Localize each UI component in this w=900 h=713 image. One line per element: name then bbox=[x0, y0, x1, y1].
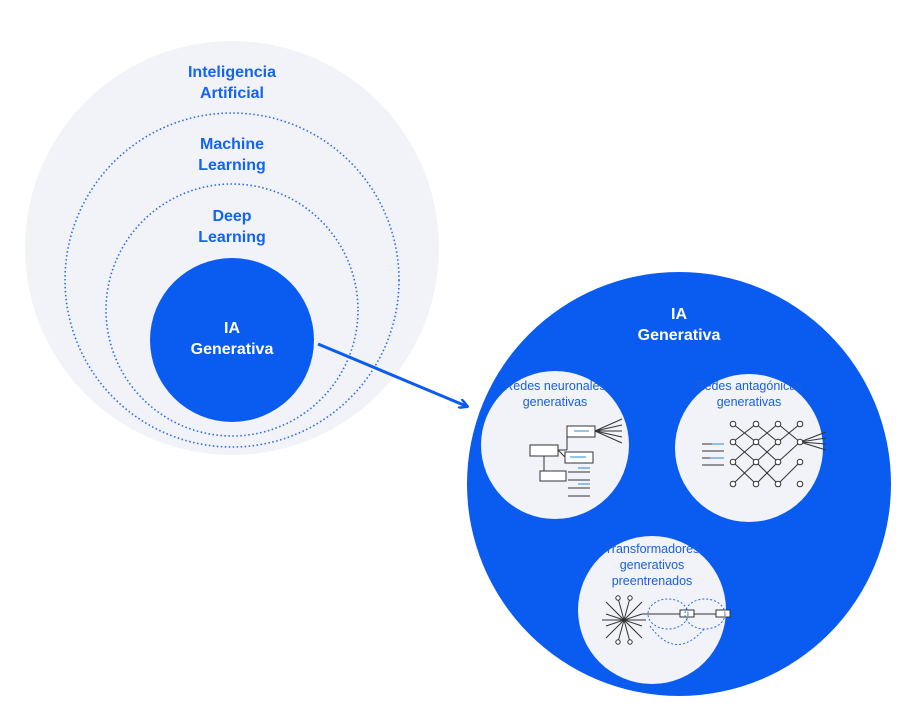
gpt-circle bbox=[578, 536, 726, 684]
ml-dotted-circle bbox=[64, 112, 400, 448]
gan-label: Redes antagónicas generativas bbox=[689, 378, 809, 410]
genai-core-line2: Generativa bbox=[190, 341, 274, 358]
gpt-transformer-illustration bbox=[602, 595, 731, 645]
gnn-label-line1: Redes neuronales bbox=[504, 379, 606, 393]
ai-label-line1: Inteligencia bbox=[187, 64, 277, 81]
dl-label-line2: Learning bbox=[198, 229, 266, 246]
gpt-label-line3: preentrenados bbox=[611, 574, 693, 588]
gpt-label-line2: generativos bbox=[619, 558, 685, 572]
expand-arrow bbox=[317, 342, 466, 406]
ai-label-line2: Artificial bbox=[199, 85, 264, 102]
gpt-label: Transformadores generativos preentrenado… bbox=[592, 541, 712, 589]
genai-expanded-line1: IA bbox=[671, 306, 687, 323]
genai-expanded-label: IA Generativa bbox=[589, 304, 769, 346]
genai-core-line1: IA bbox=[224, 320, 240, 337]
dl-label-line1: Deep bbox=[212, 208, 252, 225]
dl-dotted-circle bbox=[105, 183, 359, 437]
dl-label: Deep Learning bbox=[132, 206, 332, 248]
gpt-label-line1: Transformadores bbox=[604, 542, 700, 556]
gan-illustration-accents bbox=[710, 443, 724, 459]
ml-label-line1: Machine bbox=[199, 136, 264, 153]
gnn-illustration-accents bbox=[570, 430, 590, 485]
genai-expanded-line2: Generativa bbox=[637, 327, 721, 344]
gan-network-illustration bbox=[702, 420, 827, 488]
ai-outer-label: Inteligencia Artificial bbox=[132, 62, 332, 104]
gan-label-line1: Redes antagónicas bbox=[695, 379, 803, 393]
gan-label-line2: generativas bbox=[716, 395, 782, 409]
gnn-label-line2: generativas bbox=[522, 395, 588, 409]
gnn-label: Redes neuronales generativas bbox=[495, 378, 615, 410]
ml-label: Machine Learning bbox=[132, 134, 332, 176]
ml-label-line2: Learning bbox=[198, 157, 266, 174]
gpt-illustration-loops bbox=[647, 598, 726, 645]
genai-core-label: IA Generativa bbox=[152, 318, 312, 360]
genai-core-circle bbox=[150, 258, 314, 422]
